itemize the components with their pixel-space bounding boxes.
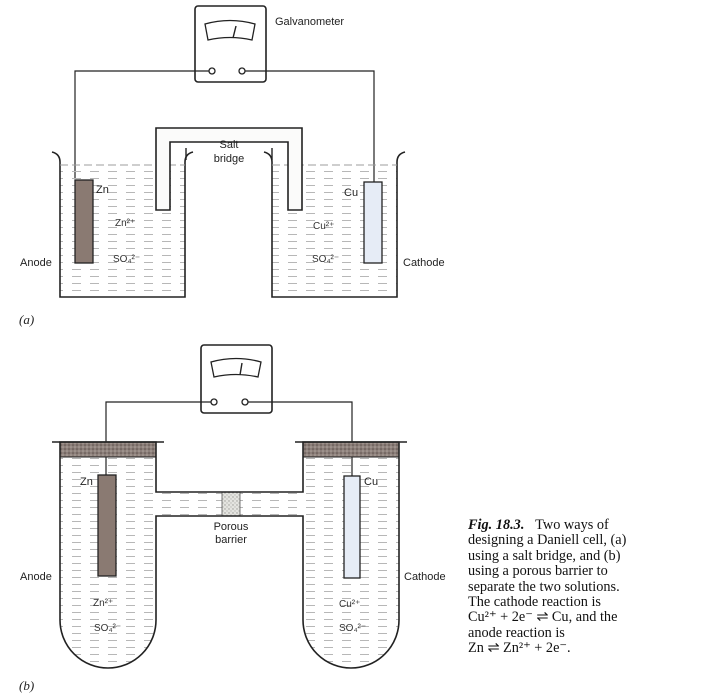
zn-label-b: Zn [80,476,93,488]
terminal-left-b [210,398,218,406]
zn-ion-label-a: Zn²⁺ [115,218,135,229]
zn-label-a: Zn [96,184,109,196]
porous-barrier-label-1: Porous [214,521,249,533]
cathode-label-a: Cathode [403,257,445,269]
wire-left-a [74,70,209,178]
sulfate-right-b: SO₄²⁻ [339,623,366,634]
salt-bridge-label-1: Salt [220,139,239,151]
figure-caption: Fig. 18.3. Two ways of designing a Danie… [468,517,704,657]
zinc-electrode-a [74,179,94,264]
panel-b: Porous barrier Zn Cu Zn²⁺ Cu²⁺ SO₄²⁻ SO₄… [19,344,446,693]
caption-line-1: Fig. 18.3. Two ways of [468,517,704,533]
panel-b-label: (b) [19,678,34,693]
terminal-left-a [208,67,216,75]
caption-line-5: separate the two solutions. [468,578,620,595]
salt-bridge-label-2: bridge [214,153,245,165]
caption-line-3: using a salt bridge, and (b) [468,547,621,564]
anode-label-a: Anode [20,257,52,269]
caption-line-6: The cathode reaction is [468,594,601,611]
sulfate-left-a: SO₄²⁻ [113,254,140,265]
caption-text-1: Two ways of [535,517,609,533]
panel-a: Galvanometer Salt bridge Zn Cu Zn²⁺ Cu²⁺… [19,5,445,327]
zn-ion-label-b: Zn²⁺ [93,598,113,609]
galvanometer-b [200,344,273,414]
caption-line-7: Cu²⁺ + 2e⁻ ⇌ Cu, and the [468,609,618,626]
galvanometer-label: Galvanometer [275,16,344,28]
salt-bridge [155,127,303,211]
porous-barrier [221,491,241,517]
cu-ion-label-b: Cu²⁺ [339,599,360,610]
copper-electrode-a [363,181,383,264]
caption-fig-label: Fig. 18.3. [468,517,525,533]
porous-barrier-label-2: barrier [215,534,247,546]
cu-ion-label-a: Cu²⁺ [313,221,334,232]
caption-line-9: Zn ⇌ Zn²⁺ + 2e⁻. [468,640,571,657]
cu-label-b: Cu [364,476,378,488]
wire-right-a [245,70,375,182]
cu-label-a: Cu [344,187,358,199]
anode-label-b: Anode [20,571,52,583]
terminal-right-b [241,398,249,406]
cathode-label-b: Cathode [404,571,446,583]
copper-electrode-b [343,475,361,579]
stopper-right [303,442,399,457]
caption-line-2: designing a Daniell cell, (a) [468,532,627,549]
panel-a-label: (a) [19,312,34,327]
galvanometer-a [194,5,267,83]
sulfate-right-a: SO₄²⁻ [312,254,339,265]
beaker-right-a [263,151,406,298]
terminal-right-a [238,67,246,75]
sulfate-left-b: SO₄²⁻ [94,623,121,634]
caption-line-8: anode reaction is [468,624,565,641]
stopper-left [60,442,156,457]
caption-line-4: using a porous barrier to [468,563,608,580]
zinc-electrode-b [97,474,117,577]
h-vessel [52,441,407,669]
